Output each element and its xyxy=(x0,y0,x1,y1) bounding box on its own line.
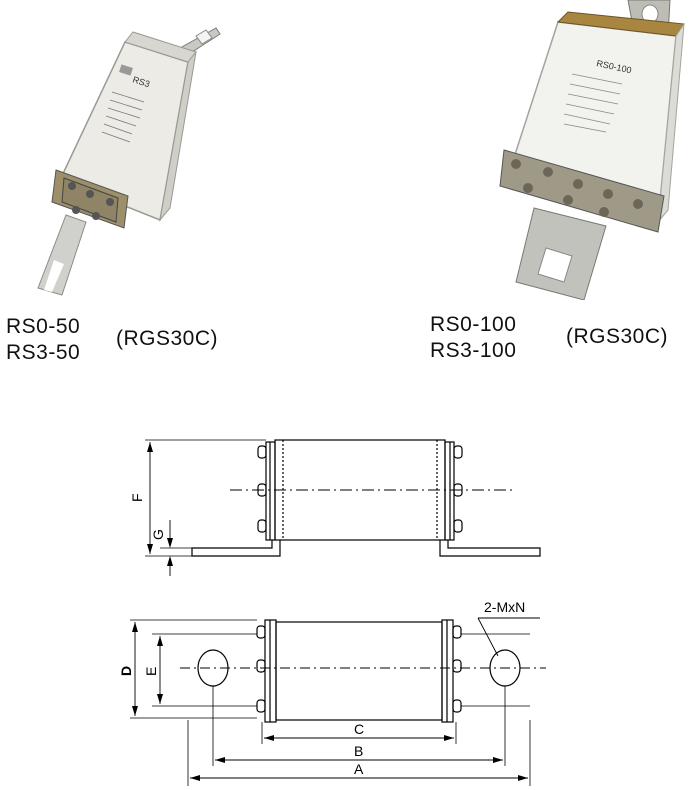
bottom-cap xyxy=(499,149,665,233)
top-view xyxy=(197,619,521,723)
dim-label-c: C xyxy=(354,721,364,737)
lower-terminal xyxy=(515,207,607,300)
model-name: RS0-50 xyxy=(6,315,81,338)
fuse-photo-rs3: RS3 xyxy=(37,27,221,296)
bottom-cap xyxy=(51,169,129,229)
dim-label-d: D xyxy=(118,666,134,676)
dim-label-hole: 2-MxN xyxy=(484,599,525,615)
fuse-photo-rs0-100: RS0-100 xyxy=(499,0,685,300)
type-rs-50: (RGS30C) xyxy=(116,327,219,350)
model-name: RS3-50 xyxy=(6,341,81,364)
fuse-body: RS3 xyxy=(58,31,197,222)
model-name: RS3-100 xyxy=(430,339,517,362)
dim-label-e: E xyxy=(143,667,159,676)
dim-label-b: B xyxy=(354,743,363,759)
model-name: RS0-100 xyxy=(430,313,517,336)
caption-rs-100: RS0-100 RS3-100 xyxy=(430,312,516,364)
type-rs-100: (RGS30C) xyxy=(566,325,669,348)
caption-rs-50: RS0-50 RS3-50 xyxy=(6,314,80,366)
dim-label-g: G xyxy=(150,529,166,540)
side-view xyxy=(191,439,541,557)
dim-label-f: F xyxy=(129,493,145,502)
dim-label-a: A xyxy=(354,761,364,777)
lower-terminal xyxy=(37,214,87,296)
